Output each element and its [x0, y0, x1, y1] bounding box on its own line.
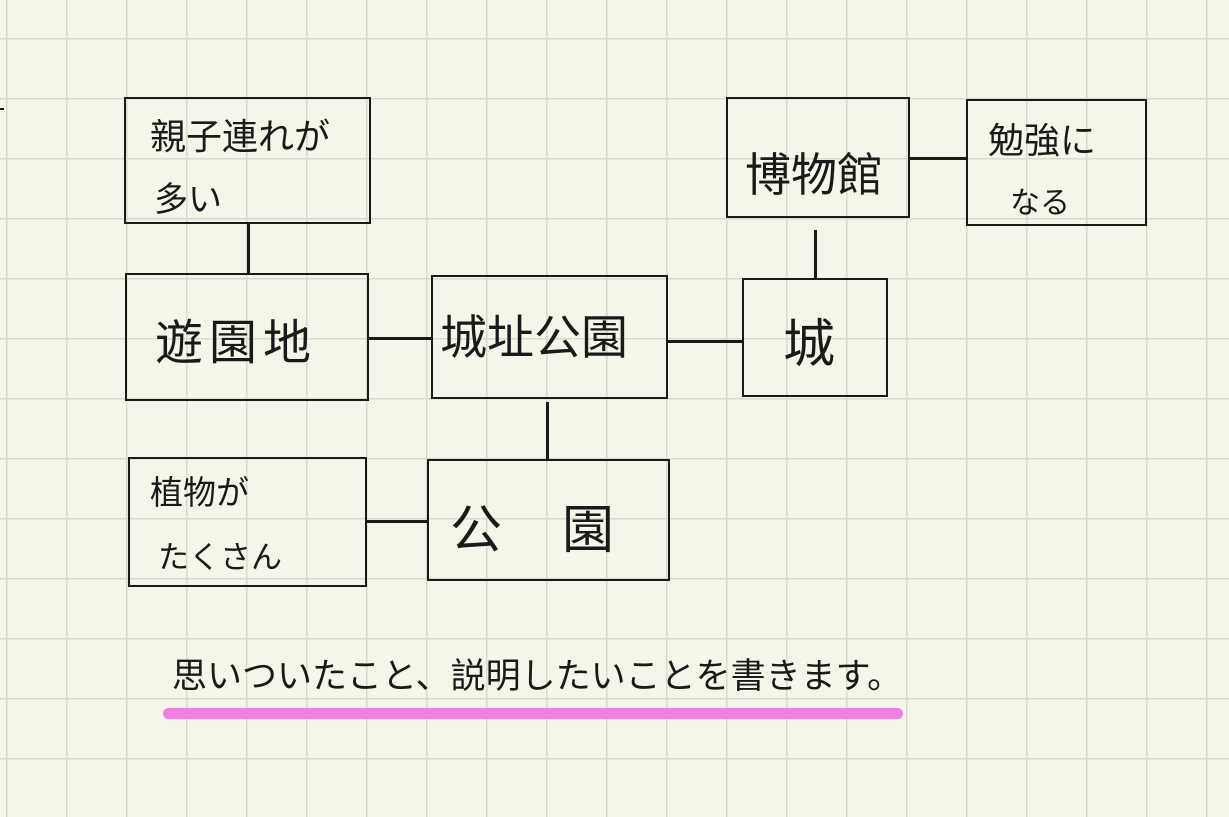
node-oyako-label-line1: 親子連れが: [150, 117, 331, 158]
node-shokubutsu-label-line2: たくさん: [158, 540, 282, 576]
node-kouen-box: [427, 459, 670, 581]
connector-hakubutsukan-shiro: [814, 230, 817, 279]
node-shokubutsu-box: [128, 457, 367, 587]
connector-shokubutsu-kouen: [366, 520, 429, 523]
node-jouseki-box: [431, 275, 668, 399]
node-jouseki-label: 城址公園: [440, 311, 628, 366]
connector-hakubutsukan-benkyou: [909, 157, 967, 160]
margin-tick-mark: [0, 108, 4, 110]
node-kouen-label-char2: 園: [562, 501, 615, 561]
node-yuenchi-box: [125, 273, 369, 401]
connector-yuenchi-jouseki: [368, 337, 432, 340]
node-benkyou-label-line2: なる: [1010, 186, 1070, 221]
node-yuenchi-label: 遊園地: [155, 315, 318, 371]
node-shokubutsu-label-line1: 植物が: [150, 473, 249, 512]
connector-jouseki-kouen: [546, 402, 549, 460]
node-shiro-box: [742, 278, 888, 397]
node-hakubutsukan-label: 博物館: [745, 148, 883, 202]
connector-jouseki-shiro: [667, 340, 744, 343]
node-oyako-box: [124, 97, 371, 224]
node-shiro-label: 城: [783, 315, 836, 375]
connector-oyako-yuenchi: [247, 222, 250, 274]
note-highlight-underline: [163, 708, 903, 719]
note-text: 思いついたこと、説明したいことを書きます。: [172, 657, 903, 697]
node-benkyou-label-line1: 勉強に: [988, 121, 1097, 162]
node-oyako-label-line2: 多い: [154, 180, 222, 220]
node-hakubutsukan-box: [726, 97, 910, 218]
node-kouen-label-char1: 公: [450, 501, 503, 561]
node-benkyou-box: [966, 99, 1147, 226]
